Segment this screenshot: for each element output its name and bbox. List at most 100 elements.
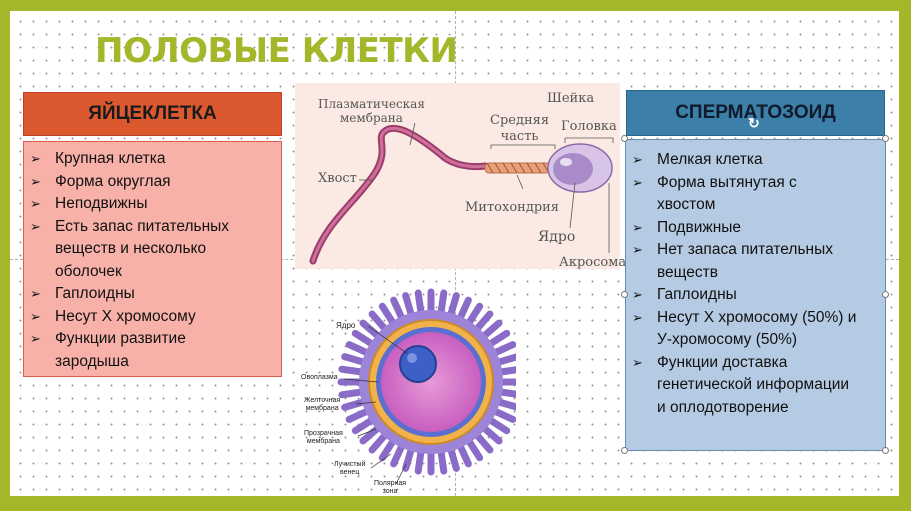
label-plasma-membrane: Плазматическая мембрана xyxy=(318,97,425,125)
sperm-cell-item-line: Подвижные xyxy=(657,218,742,236)
sperm-cell-item: ➢ Форма вытянутая с хвостом xyxy=(632,172,879,217)
label-plasma-membrane-1: Плазматическая xyxy=(318,97,425,111)
egg-cell-item: ➢ Неподвижны xyxy=(30,193,275,216)
label-head: Головка xyxy=(561,119,617,134)
sperm-cell-item-line: Форма вытянутая с xyxy=(657,173,797,191)
sperm-cell-item: ➢ Функции доставка генетической информации… xyxy=(632,352,879,420)
sperm-cell-item-text: Функции доставка генетической информации и… xyxy=(657,352,849,420)
rotate-handle-icon[interactable]: ↻ xyxy=(748,115,760,131)
selection-handle-ml[interactable] xyxy=(621,291,628,298)
slide-title[interactable]: ПОЛОВЫЕ КЛЕТКИ xyxy=(95,31,458,71)
egg-label-yolk-1: Желточная xyxy=(304,397,341,404)
sperm-cell-item: ➢ Нет запаса питательных веществ xyxy=(632,239,879,284)
arrow-bullet-icon: ➢ xyxy=(30,151,41,166)
egg-cell-item-text: Функции развитие зародыша xyxy=(55,328,186,373)
egg-label-zona-1: Прозрачная xyxy=(304,430,343,437)
sperm-cell-item-line: и оплодотворение xyxy=(657,398,789,416)
egg-cell-list: ➢ Крупная клетка ➢ Форма округлая ➢ Неподвижн… xyxy=(24,142,281,373)
egg-label-nucleus: Ядро xyxy=(336,321,356,330)
arrow-bullet-icon: ➢ xyxy=(30,218,41,234)
egg-cell-item-line: Функции развитие xyxy=(55,330,186,347)
sperm-cell-item-line: Гаплоидны xyxy=(657,286,737,303)
egg-illustration xyxy=(337,288,525,485)
arrow-bullet-icon: ➢ xyxy=(632,152,643,167)
label-neck: Шейка xyxy=(547,91,595,106)
egg-label-corona-2: венец xyxy=(340,469,360,476)
arrow-bullet-icon: ➢ xyxy=(30,331,41,346)
egg-cell-item-line: Гаплоидны xyxy=(55,285,135,302)
egg-cell-list-box[interactable]: ➢ Крупная клетка ➢ Форма округлая ➢ Неподвижн… xyxy=(23,141,282,377)
sperm-cell-item-line: Мелкая клетка xyxy=(657,151,763,168)
egg-label-polar: Полярная зона xyxy=(374,480,406,496)
sperm-cell-item: ➢ Подвижные xyxy=(632,217,879,240)
egg-cell-item-line: Есть запас питательных xyxy=(55,217,230,235)
label-nucleus: Ядро xyxy=(538,229,576,245)
sperm-cell-header-text: СПЕРМАТОЗОИД xyxy=(675,102,836,123)
arrow-bullet-icon: ➢ xyxy=(632,309,643,325)
sperm-cell-item-line: Нет запаса питательных xyxy=(657,241,833,258)
egg-label-ooplasm: Овоплазма xyxy=(301,374,338,381)
label-plasma-membrane-2: мембрана xyxy=(339,111,403,125)
egg-cell-item-line: Несут Х хромосому xyxy=(55,307,196,325)
slide-canvas[interactable]: ПОЛОВЫЕ КЛЕТКИ ЯЙЦЕКЛЕТКА ➢ Крупная клетк… xyxy=(10,11,899,496)
arrow-bullet-icon: ➢ xyxy=(632,287,643,302)
sperm-cell-item: ➢ Мелкая клетка xyxy=(632,149,879,172)
selection-handle-br[interactable] xyxy=(882,447,889,454)
selection-handle-mr[interactable] xyxy=(882,291,889,298)
egg-label-corona-1: Лучистый xyxy=(334,461,366,468)
selection-handle-tr[interactable] xyxy=(882,135,889,142)
sperm-cell-item-line: хвостом xyxy=(657,196,716,213)
selection-handle-tl[interactable] xyxy=(621,135,628,142)
sperm-cell-item-line: веществ xyxy=(657,263,718,281)
label-midpiece-1: Средняя xyxy=(490,113,550,128)
sperm-cell-item-text: Несут Х хромосому (50%) и У-хромосому (50… xyxy=(657,307,856,352)
egg-cell-item-line: Крупная клетка xyxy=(55,150,166,167)
sperm-cell-item-text: Гаплоидны xyxy=(657,284,737,307)
arrow-bullet-icon: ➢ xyxy=(30,196,41,211)
egg-cell-item-text: Форма округлая xyxy=(55,171,171,194)
egg-cell-item-line: зародыша xyxy=(55,352,129,370)
egg-label-polar-1: Полярная xyxy=(374,480,407,487)
arrow-bullet-icon: ➢ xyxy=(632,219,643,235)
sperm-cell-item-text: Подвижные xyxy=(657,217,741,240)
egg-cell-header[interactable]: ЯЙЦЕКЛЕТКА xyxy=(23,92,282,136)
arrow-bullet-icon: ➢ xyxy=(30,173,41,189)
sperm-cell-item-line: Функции доставка xyxy=(657,353,788,371)
label-midpiece-2: часть xyxy=(500,129,539,144)
egg-cell-item-text: Неподвижны xyxy=(55,193,148,216)
arrow-bullet-icon: ➢ xyxy=(30,286,41,301)
sperm-diagram: Плазматическая мембрана Хвост Шейка Сред… xyxy=(295,83,626,270)
label-mitochondria: Митохондрия xyxy=(465,200,560,215)
egg-cell-item-text: Несут Х хромосому xyxy=(55,306,196,329)
egg-cell-item: ➢ Форма округлая xyxy=(30,171,275,194)
egg-label-yolk-2: мембрана xyxy=(305,405,339,412)
sperm-cell-item-line: Несут Х хромосому (50%) и xyxy=(657,308,857,326)
sperm-cell-item-line: У-хромосому (50%) xyxy=(657,331,798,348)
sperm-illustration xyxy=(309,122,614,265)
egg-cell-item: ➢ Гаплоидны xyxy=(30,283,275,306)
egg-cell-item: ➢ Крупная клетка xyxy=(30,148,275,171)
sperm-cell-item-text: Мелкая клетка xyxy=(657,149,763,172)
egg-cell-header-text: ЯЙЦЕКЛЕТКА xyxy=(88,103,217,124)
sperm-cell-item: ➢ Гаплоидны xyxy=(632,284,879,307)
arrow-bullet-icon: ➢ xyxy=(632,174,643,190)
egg-cell-item: ➢ Функции развитие зародыша xyxy=(30,328,275,373)
selection-handle-bl[interactable] xyxy=(621,447,628,454)
arrow-bullet-icon: ➢ xyxy=(632,242,643,257)
egg-cell-item-text: Гаплоидны xyxy=(55,283,135,306)
sperm-cell-header[interactable]: СПЕРМАТОЗОИД xyxy=(626,90,885,136)
sperm-cell-item-line: генетической информации xyxy=(657,376,850,393)
label-acrosome: Акросома xyxy=(559,255,627,270)
egg-label-zona: Прозрачная мембрана xyxy=(304,430,343,446)
arrow-bullet-icon: ➢ xyxy=(632,354,643,370)
egg-cell-item-text: Крупная клетка xyxy=(55,148,165,171)
egg-cell-item-line: Форма округлая xyxy=(55,172,171,190)
egg-diagram: Ядро Овоплазма Желточная мембрана Прозра… xyxy=(296,284,525,496)
label-midpiece: Средняя часть xyxy=(490,113,549,145)
arrow-bullet-icon: ➢ xyxy=(30,308,41,324)
egg-cell-item-line: Неподвижны xyxy=(55,195,148,212)
